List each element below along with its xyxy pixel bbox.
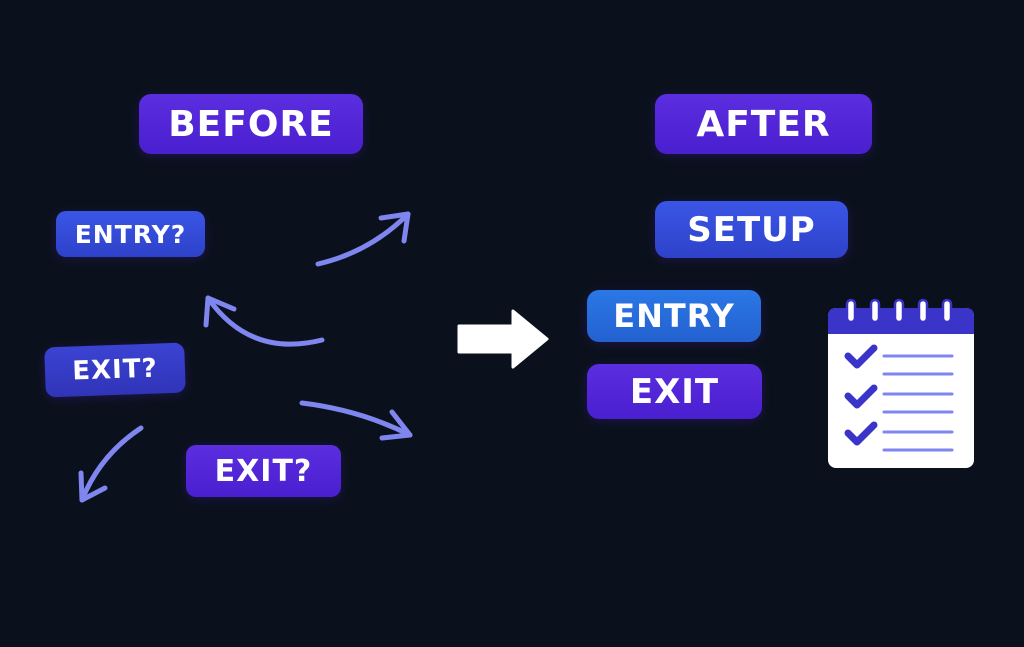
curved-arrow-icon (78, 425, 144, 503)
setup-step-badge: SETUP (655, 201, 848, 258)
exit-question-badge: EXIT? (186, 445, 341, 497)
after-title: AFTER (655, 94, 872, 154)
curved-arrow-icon (299, 400, 413, 441)
curved-arrow-icon (315, 211, 411, 267)
curved-arrow-icon (203, 295, 325, 347)
entry-step-badge: ENTRY (587, 290, 761, 342)
exit-step-badge: EXIT (587, 364, 762, 419)
entry-question-badge: ENTRY? (56, 211, 205, 257)
exit-question-badge: EXIT? (44, 342, 186, 398)
checklist-notepad-icon (828, 298, 974, 468)
right-arrow-icon (457, 309, 549, 369)
before-title: BEFORE (139, 94, 363, 154)
